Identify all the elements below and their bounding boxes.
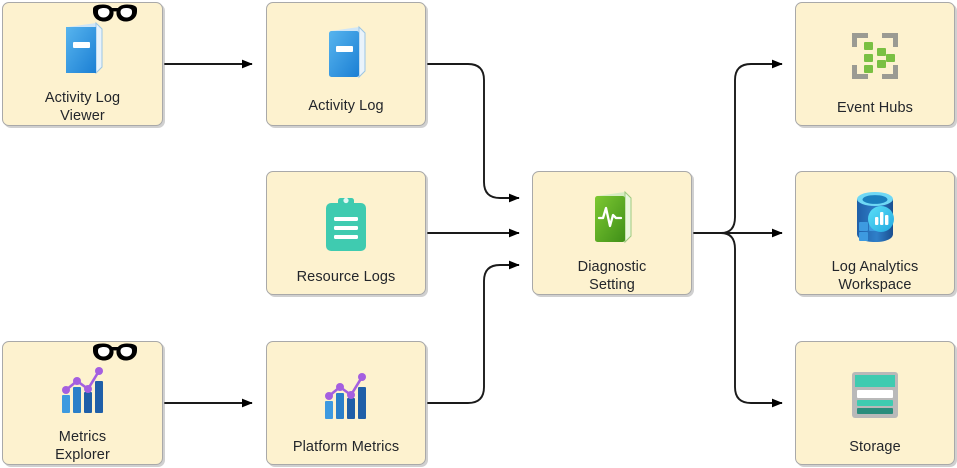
- node-label: Storage: [849, 439, 901, 455]
- node-label: Diagnostic Setting: [577, 259, 647, 293]
- green-book-pulse-icon: [581, 186, 643, 252]
- bar-line-chart-icon: [52, 343, 137, 422]
- node-resource-logs[interactable]: Resource Logs: [266, 171, 426, 295]
- connector-platform-metrics-to-diagnostic: [427, 260, 520, 404]
- storage-icon: [844, 362, 906, 428]
- node-activity-log-viewer[interactable]: Activity Log Viewer: [2, 2, 163, 126]
- log-analytics-icon: [844, 186, 906, 252]
- connector-activity-log-to-diagnostic: [427, 63, 520, 203]
- connector-diagnostic-to-storage: [720, 232, 783, 408]
- node-label: Activity Log Viewer: [44, 90, 121, 124]
- node-label: Activity Log: [308, 98, 384, 114]
- node-label: Metrics Explorer: [55, 429, 110, 463]
- teal-clipboard-icon: [317, 192, 375, 258]
- node-log-analytics-workspace[interactable]: Log Analytics Workspace: [795, 171, 955, 295]
- event-hubs-icon: [844, 23, 906, 89]
- glasses-icon: [90, 342, 140, 373]
- node-label: Platform Metrics: [292, 439, 400, 455]
- node-activity-log[interactable]: Activity Log: [266, 2, 426, 126]
- node-event-hubs[interactable]: Event Hubs: [795, 2, 955, 126]
- node-storage[interactable]: Storage: [795, 341, 955, 465]
- node-platform-metrics[interactable]: Platform Metrics: [266, 341, 426, 465]
- node-label: Log Analytics Workspace: [831, 259, 919, 293]
- node-metrics-explorer[interactable]: Metrics Explorer: [2, 341, 163, 465]
- glasses-icon: [90, 3, 140, 34]
- connector-diagnostic-to-event-hubs: [720, 59, 783, 234]
- node-label: Event Hubs: [837, 100, 913, 116]
- node-label: Resource Logs: [296, 269, 396, 285]
- node-diagnostic-setting[interactable]: Diagnostic Setting: [532, 171, 692, 295]
- bar-line-chart-icon: [315, 362, 377, 428]
- blue-book-icon: [52, 4, 137, 83]
- blue-book-icon: [315, 17, 377, 91]
